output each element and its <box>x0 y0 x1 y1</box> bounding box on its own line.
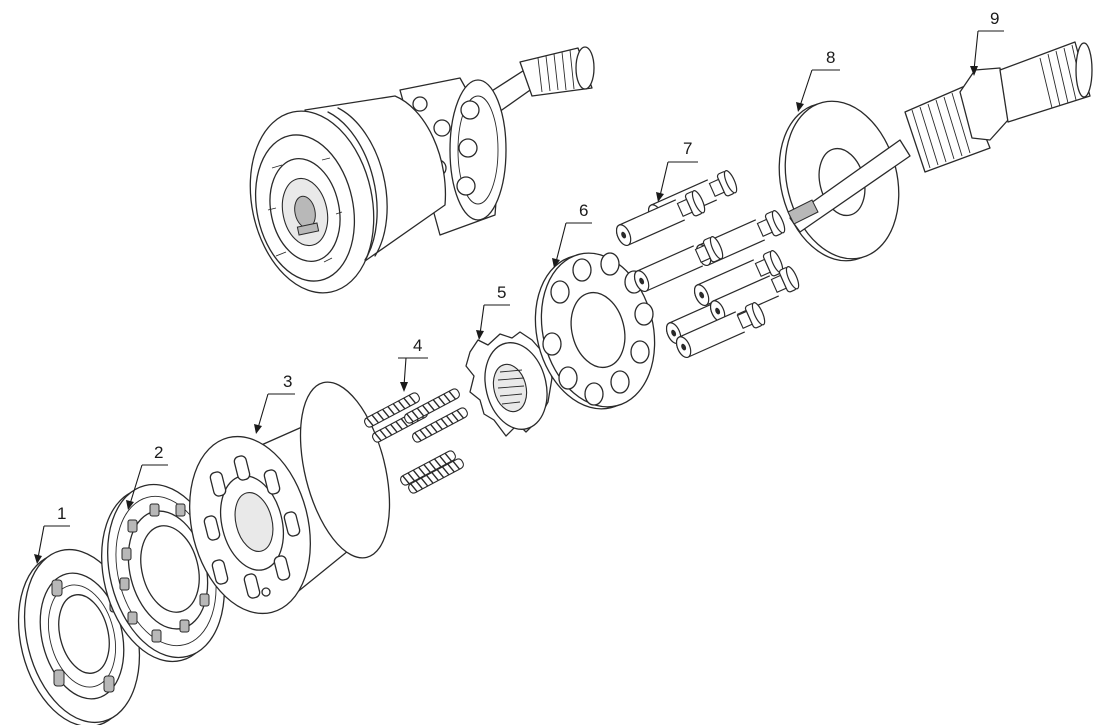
callout-3: 3 <box>254 372 295 434</box>
part-8-swash-disk <box>778 100 900 262</box>
callout-5: 5 <box>476 283 510 340</box>
assembled-pump-rotating-group <box>249 46 595 294</box>
callout-5-label: 5 <box>497 283 506 302</box>
callout-6: 6 <box>552 201 592 268</box>
assembled-retainer-stack <box>399 77 507 236</box>
callout-3-label: 3 <box>283 372 292 391</box>
part-6-retaining-plate <box>534 252 656 410</box>
callout-4-label: 4 <box>413 336 422 355</box>
callout-1: 1 <box>34 504 70 564</box>
part-2-bearing-plate <box>100 483 226 663</box>
callout-7: 7 <box>656 139 698 202</box>
callout-6-label: 6 <box>579 201 588 220</box>
callout-8-label: 8 <box>826 48 835 67</box>
callout-8: 8 <box>796 48 840 112</box>
part-9-drive-shaft <box>787 41 1093 233</box>
callouts: 1 2 3 4 5 6 7 <box>34 9 1004 564</box>
part-5-ball-guide <box>465 331 553 437</box>
callout-2: 2 <box>126 443 168 510</box>
callout-1-label: 1 <box>57 504 66 523</box>
callout-2-label: 2 <box>154 443 163 462</box>
callout-9: 9 <box>970 9 1004 76</box>
assembled-cylinder-barrel <box>249 95 447 294</box>
callout-9-label: 9 <box>990 9 999 28</box>
callout-7-label: 7 <box>683 139 692 158</box>
part-3-cylinder-barrel <box>189 381 391 615</box>
callout-4: 4 <box>398 336 428 392</box>
